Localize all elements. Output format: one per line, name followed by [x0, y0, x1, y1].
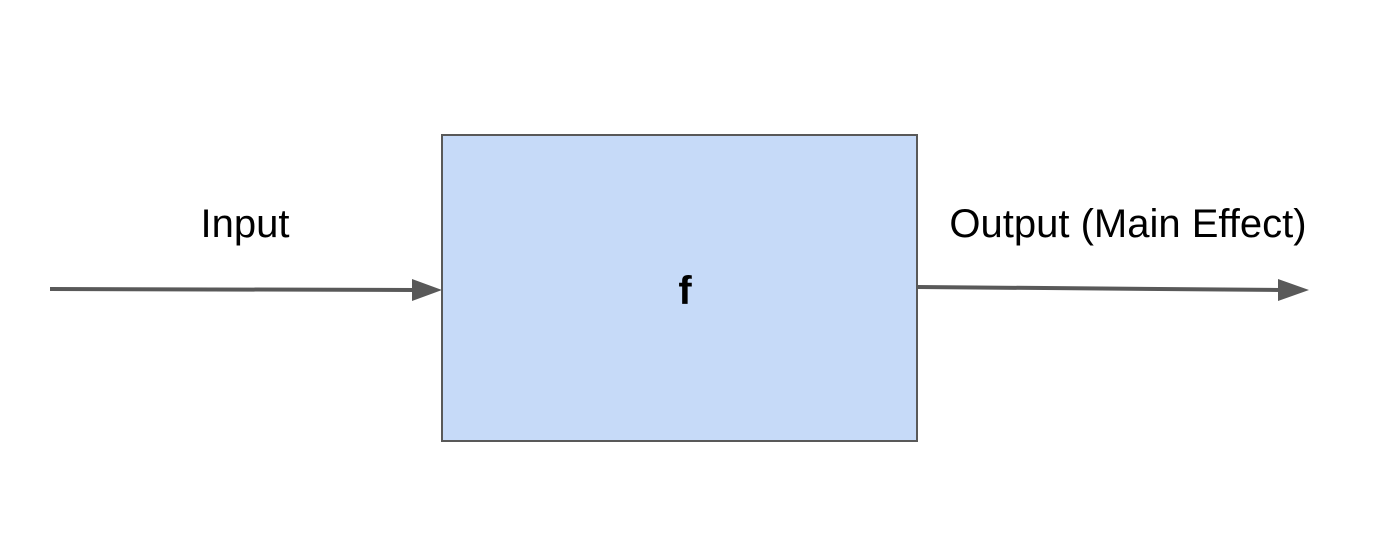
function-box: [441, 134, 918, 442]
input-label: Input: [201, 202, 290, 246]
output-label: Output (Main Effect): [949, 202, 1306, 246]
function-label: f: [678, 269, 692, 313]
output-arrow-shaft: [917, 285, 1281, 292]
input-arrowhead-icon: [412, 279, 442, 301]
input-arrow: [49, 279, 442, 301]
input-arrow-shaft: [49, 287, 415, 292]
output-arrowhead-icon: [1278, 279, 1309, 301]
output-arrow: [917, 279, 1309, 301]
